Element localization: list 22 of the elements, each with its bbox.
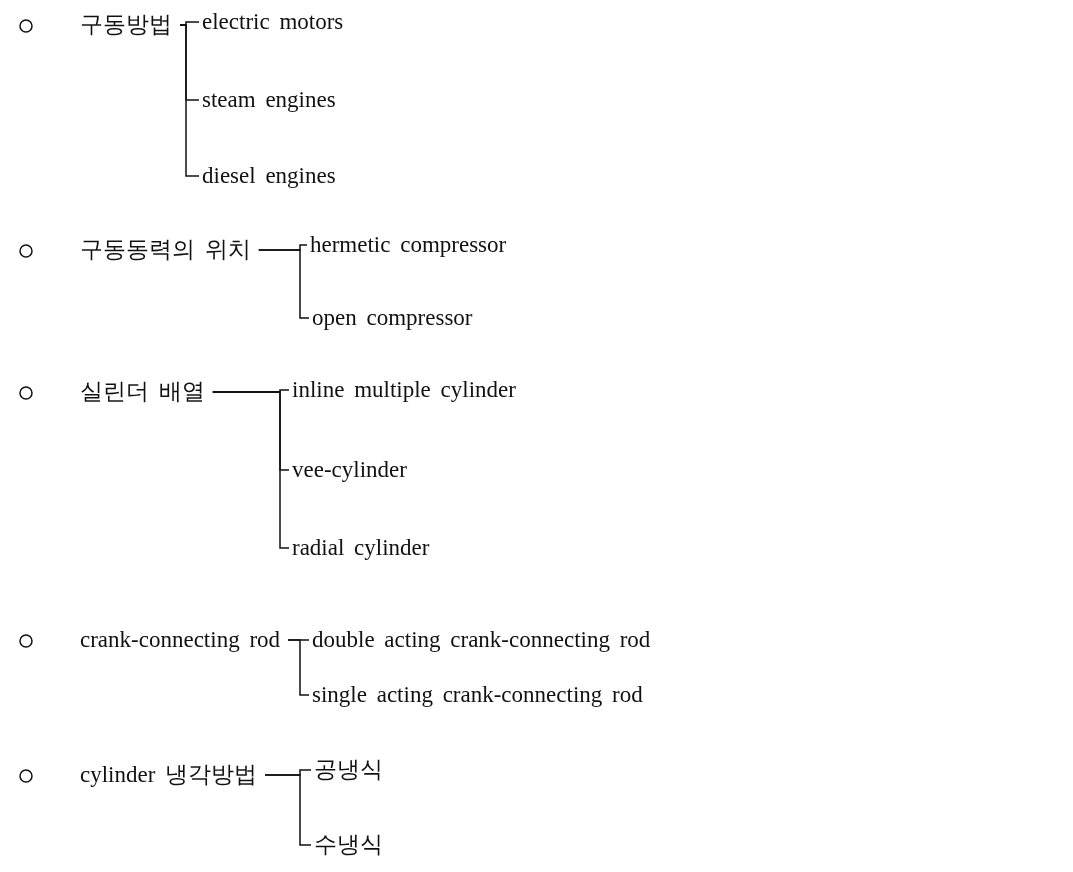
tree-item-text: inline multiple cylinder — [292, 375, 516, 405]
tree-item-text: 공냉식 — [314, 755, 383, 785]
tree-item-text: steam engines — [202, 85, 336, 115]
tree-connector — [258, 249, 310, 319]
tree-item-text: double acting crank-connecting rod — [312, 625, 651, 655]
tree-item-text: cylinder 냉각방법 — [80, 760, 258, 790]
tree-item-text: 수냉식 — [314, 830, 383, 860]
tree-connector — [264, 774, 312, 846]
tree-item-text: 구동방법 — [80, 10, 172, 40]
tree-item-text: radial cylinder — [292, 533, 430, 563]
tree-connector — [287, 639, 310, 696]
tree-item-text: diesel engines — [202, 161, 336, 191]
tree-item-text: single acting crank-connecting rod — [312, 680, 643, 710]
tree-item-text: vee-cylinder — [292, 455, 407, 485]
tree-item-text: 실린더 배열 — [80, 377, 205, 407]
tree-item-text: crank-connecting rod — [80, 625, 281, 655]
tree-connector — [179, 24, 200, 177]
tree-item-text: 구동동력의 위치 — [80, 235, 251, 265]
tree-item-text: open compressor — [312, 303, 473, 333]
tree-item-text: electric motors — [202, 7, 344, 37]
tree-connector — [212, 391, 290, 549]
tree-item-text: hermetic compressor — [310, 230, 507, 260]
